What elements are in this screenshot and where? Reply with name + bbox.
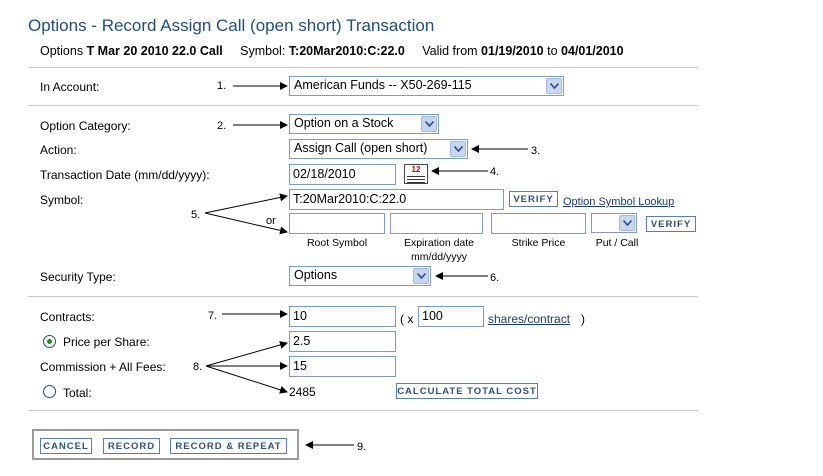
action-value: Assign Call (open short) — [294, 141, 428, 155]
commission-label: Commission + All Fees: — [40, 360, 166, 374]
record-button[interactable]: RECORD — [103, 438, 160, 454]
root-symbol-input[interactable] — [289, 213, 385, 234]
transaction-date-input[interactable]: 02/18/2010 — [289, 164, 396, 185]
step-1: 1. — [217, 80, 227, 92]
valid-to-date: 04/01/2010 — [561, 44, 624, 58]
or-label: or — [266, 215, 276, 227]
verify-symbol-button[interactable]: VERIFY — [509, 191, 558, 207]
arrow-8a — [205, 341, 288, 367]
account-label: In Account: — [40, 80, 100, 94]
shares-per-contract-input[interactable]: 100 — [418, 306, 484, 327]
total-label: Total: — [63, 386, 92, 400]
expiration-date-input[interactable] — [390, 213, 483, 234]
option-symbol-lookup-link[interactable]: Option Symbol Lookup — [563, 196, 675, 208]
close-paren: ) — [581, 312, 585, 326]
security-type-value: Options — [294, 268, 338, 282]
security-type-select[interactable]: Options — [289, 266, 431, 286]
price-per-share-radio[interactable] — [43, 335, 56, 348]
step-7: 7. — [208, 310, 218, 322]
arrow-5b — [204, 212, 288, 235]
record-and-repeat-button[interactable]: RECORD & REPEAT — [170, 438, 287, 454]
calendar-icon[interactable]: 12 — [404, 164, 428, 184]
account-select-value: American Funds -- X50-269-115 — [294, 78, 472, 92]
divider — [28, 105, 698, 106]
total-value: 2485 — [289, 385, 316, 399]
action-label: Action: — [40, 143, 77, 157]
option-summary: Options T Mar 20 2010 22.0 Call Symbol: … — [40, 44, 624, 58]
step-2: 2. — [217, 120, 227, 132]
option-category-value: Option on a Stock — [294, 116, 394, 130]
option-category-select[interactable]: Option on a Stock — [289, 114, 439, 134]
symbol-value: T:20Mar2010:C:22.0 — [288, 44, 405, 58]
action-buttons-group — [32, 429, 299, 460]
transaction-date-label: Transaction Date (mm/dd/yyyy): — [40, 168, 210, 182]
calculate-total-cost-button[interactable]: CALCULATE TOTAL COST — [396, 383, 538, 399]
valid-from-date: 01/19/2010 — [481, 44, 544, 58]
options-prefix: Options — [40, 44, 84, 58]
calendar-icon-date: 12 — [405, 165, 427, 174]
page-title: Options - Record Assign Call (open short… — [28, 16, 435, 35]
total-radio[interactable] — [43, 385, 56, 398]
divider — [28, 67, 698, 68]
strike-price-label: Strike Price — [511, 237, 566, 249]
option-category-label: Option Category: — [40, 119, 131, 133]
cancel-button[interactable]: CANCEL — [40, 438, 92, 454]
option-name: T Mar 20 2010 22.0 Call — [86, 44, 223, 58]
put-call-label: Put / Call — [595, 237, 639, 249]
step-5: 5. — [191, 209, 201, 221]
step-9: 9. — [357, 441, 367, 453]
price-per-share-label: Price per Share: — [63, 335, 150, 349]
shares-per-contract-link[interactable]: shares/contract — [488, 312, 571, 326]
price-per-share-input[interactable]: 2.5 — [289, 331, 396, 352]
account-select[interactable]: American Funds -- X50-269-115 — [289, 76, 564, 96]
step-3: 3. — [531, 145, 541, 157]
action-select[interactable]: Assign Call (open short) — [289, 139, 468, 159]
chevron-down-icon[interactable] — [546, 78, 562, 94]
chevron-down-icon[interactable] — [619, 215, 635, 231]
step-6: 6. — [490, 272, 500, 284]
to-label: to — [547, 44, 558, 58]
expiration-date-label: Expiration date — [403, 237, 475, 249]
strike-price-input[interactable] — [491, 213, 586, 234]
symbol-label: Symbol: — [40, 193, 84, 207]
divider — [28, 296, 698, 297]
root-symbol-label: Root Symbol — [306, 237, 368, 249]
times-label: ( x — [400, 312, 414, 326]
symbol-input[interactable]: T:20Mar2010:C:22.0 — [289, 189, 504, 210]
valid-from-label: Valid from — [422, 44, 478, 58]
contracts-input[interactable]: 10 — [289, 306, 396, 327]
expiration-date-format: mm/dd/yyyy — [410, 251, 467, 263]
symbol-label: Symbol: — [240, 44, 286, 58]
security-type-label: Security Type: — [40, 270, 116, 284]
arrow-8c — [205, 365, 288, 394]
verify-components-button[interactable]: VERIFY — [646, 216, 696, 232]
divider — [28, 410, 698, 411]
step-4: 4. — [490, 166, 500, 178]
chevron-down-icon[interactable] — [450, 141, 466, 157]
chevron-down-icon[interactable] — [421, 116, 437, 132]
contracts-label: Contracts: — [40, 310, 95, 324]
put-call-select[interactable] — [591, 213, 637, 233]
step-8: 8. — [193, 361, 203, 373]
commission-input[interactable]: 15 — [289, 356, 396, 377]
arrow-5a — [204, 193, 288, 214]
chevron-down-icon[interactable] — [413, 268, 429, 284]
